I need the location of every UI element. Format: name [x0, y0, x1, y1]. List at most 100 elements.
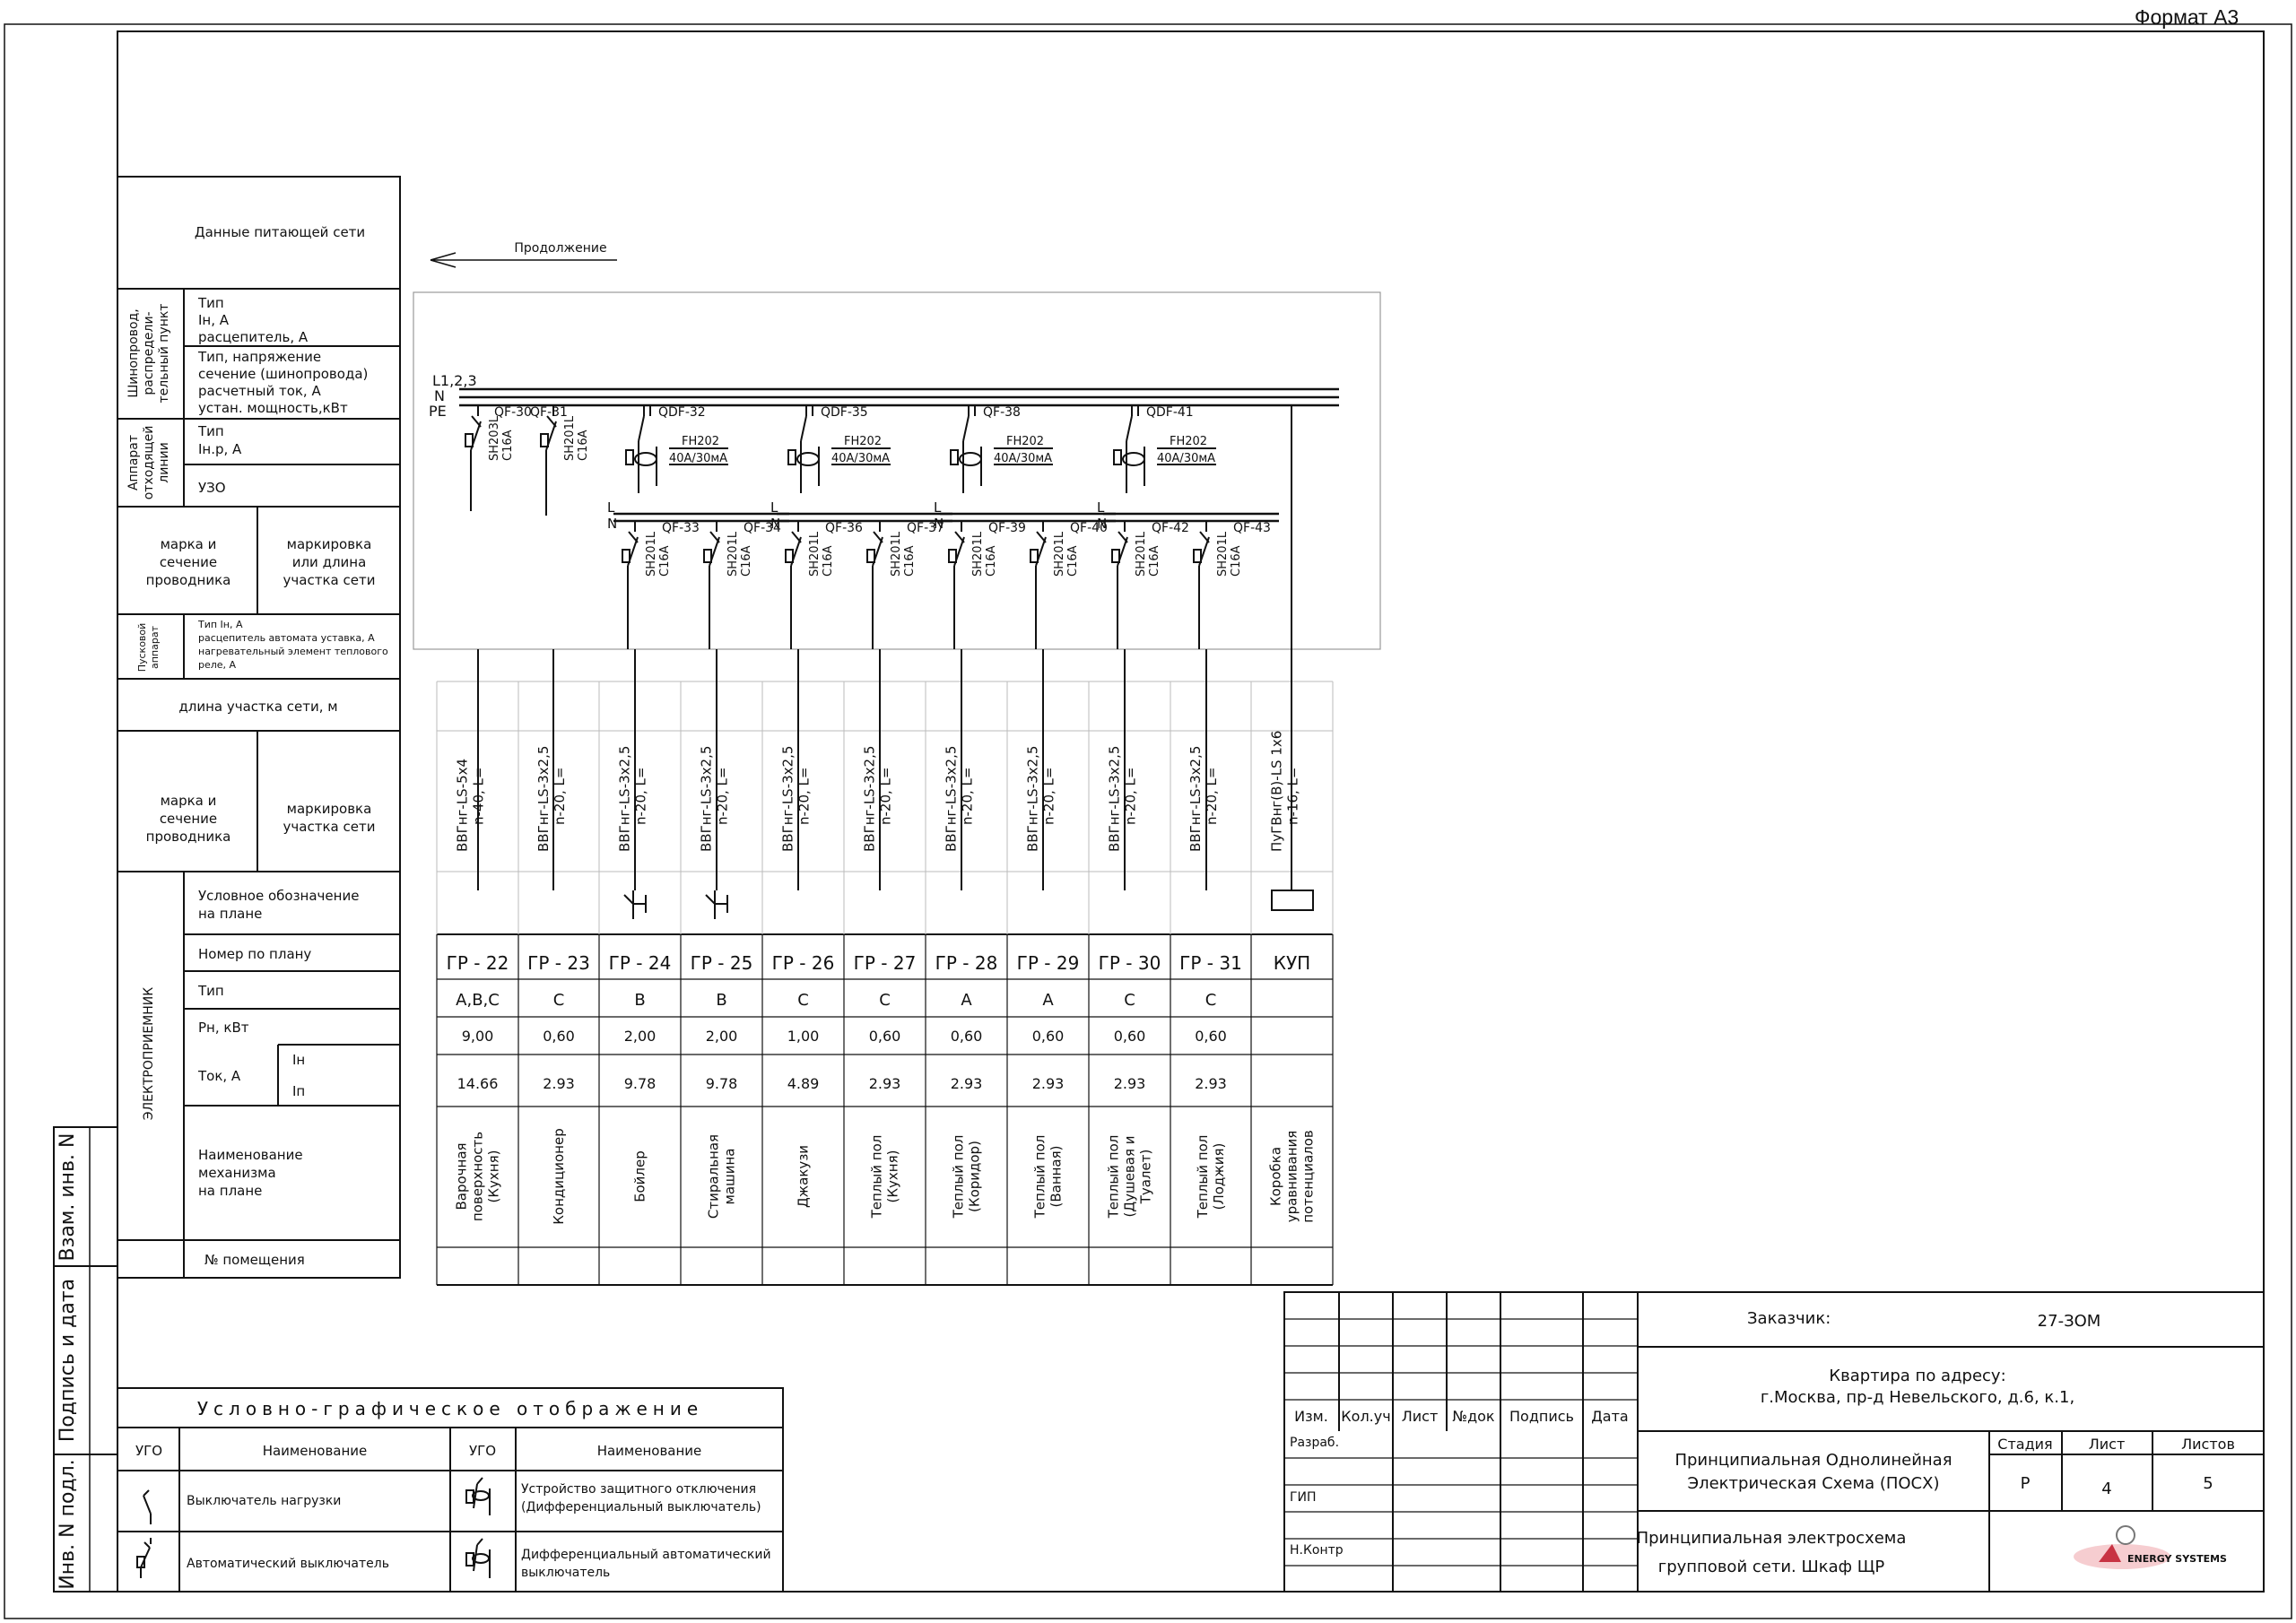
tb-role-gip: ГИП [1290, 1490, 1317, 1505]
receiver-current: 9.78 [624, 1075, 657, 1092]
rcd-qdf-35 [787, 405, 891, 493]
device-row-rcd: УЗО [198, 480, 226, 496]
breaker-spec: C16A [1230, 545, 1243, 577]
cable-brand: ВВГнг-LS-3х2,5 [1107, 746, 1123, 852]
breaker-label: QF-31 [530, 405, 568, 420]
cable-length: n-20, L= [960, 768, 976, 825]
plan-number: ГР - 23 [527, 952, 590, 974]
receiver-power: 0,60 [543, 1028, 575, 1045]
mech-name-label-1: Наименование [198, 1147, 303, 1163]
plan-symbol-label-1: Условное обозначение [198, 888, 359, 904]
start-device-label: Пусковой аппарат [136, 623, 161, 673]
conductor-marking-label-2: маркировка участка сети [283, 801, 376, 835]
plan-number: ГР - 30 [1099, 952, 1161, 974]
receiver-name: машина [722, 1149, 738, 1205]
breaker-label: QF-40 [1070, 521, 1108, 535]
svg-text:сечение: сечение [160, 811, 217, 827]
rcd-spec: 40A/30мА [994, 452, 1052, 465]
receiver-power: 2,00 [624, 1028, 657, 1045]
breaker-spec: C16A [1148, 545, 1161, 577]
receiver-power: 0,60 [1032, 1028, 1065, 1045]
cable-brand: ВВГнг-LS-3х2,5 [862, 746, 878, 852]
customer-label: Заказчик: [1747, 1309, 1831, 1328]
receiver-name: (Кухня) [486, 1150, 502, 1203]
breaker-spec: C16A [577, 430, 590, 461]
breaker-qf-33 [622, 521, 639, 567]
tb-hdr-ndok: №док [1452, 1408, 1494, 1425]
breaker-spec: C16A [501, 430, 515, 461]
breaker-label: QF-42 [1152, 521, 1189, 535]
legend-table: Условно-графическое отображение УГО Наим… [117, 1387, 784, 1593]
sub-bus-l: L [607, 499, 615, 516]
receiver-type: С [1205, 991, 1217, 1010]
tb-role-razrab: Разраб. [1290, 1436, 1339, 1450]
plan-number: ГР - 22 [447, 952, 509, 974]
receiver-name: поверхность [470, 1132, 486, 1221]
type-label: Тип [197, 983, 224, 999]
svg-text:или длина: или длина [292, 554, 367, 570]
rcd-spec: FH202 [1006, 435, 1044, 448]
receiver-type: С [553, 991, 565, 1010]
svg-text:проводника: проводника [146, 572, 231, 588]
receiver-type: С [1124, 991, 1135, 1010]
breaker-spec: C16A [1066, 545, 1080, 577]
sub-bus-l: L [770, 499, 778, 516]
receiver-type: А,В,С [456, 991, 500, 1010]
svg-text:нагревательный элемент теплово: нагревательный элемент теплового [198, 646, 388, 657]
bus-label-pe: PE [429, 403, 447, 420]
sheets-label: Листов [2181, 1436, 2235, 1453]
cable-length: n-20, L= [715, 768, 731, 825]
plan-number: ГР - 29 [1017, 952, 1080, 974]
socket-icon [705, 890, 728, 919]
svg-text:Аппарат: Аппарат [126, 435, 141, 490]
cable-brand: ВВГнг-LS-3х2,5 [1187, 746, 1204, 852]
receiver-name: Джакузи [796, 1145, 812, 1208]
receiver-power: 0,60 [869, 1028, 901, 1045]
cable-length: n-20, L= [1204, 768, 1220, 825]
receiver-name: (Лоджия) [1211, 1143, 1227, 1211]
rcd-label: QDF-35 [821, 405, 868, 420]
stage-value: Р [2021, 1474, 2031, 1493]
svg-text:реле, А: реле, А [198, 659, 237, 671]
room-number-label: № помещения [204, 1252, 305, 1268]
cable-length: n-20, L= [552, 768, 568, 825]
receiver-power: 9,00 [462, 1028, 494, 1045]
receiver-name: Теплый пол [1195, 1135, 1211, 1219]
breaker-label: QF-33 [662, 521, 700, 535]
svg-text:распредели-: распредели- [142, 311, 156, 395]
breaker-qf-37 [866, 521, 883, 567]
legend-item-breaker: Автоматический выключатель [187, 1557, 389, 1571]
receiver-current: 2.93 [869, 1075, 901, 1092]
cable-length: n-16, L= [1285, 768, 1301, 825]
sub-bus-n: N [607, 516, 617, 532]
svg-text:маркировка: маркировка [287, 536, 372, 552]
receiver-current: 2.93 [951, 1075, 983, 1092]
left-parameter-table [117, 176, 401, 1279]
power-label: Рн, кВт [198, 1020, 249, 1036]
breaker-spec: C16A [822, 545, 835, 577]
side-stamp: Взам. инв. N Подпись и дата Инв. N подл. [53, 1126, 118, 1593]
rcd-qdf-41 [1113, 405, 1216, 493]
legend-item-rcd: Устройство защитного отключения(Дифферен… [521, 1482, 761, 1515]
busbar-row-type: Тип [197, 295, 224, 311]
busbar-row-in: Iн, А [198, 312, 230, 328]
current-ip-label: Iп [292, 1083, 305, 1099]
cable-brand: ВВГнг-LS-3х2,5 [944, 746, 960, 852]
receiver-name: Теплый пол [951, 1135, 967, 1219]
busbar-row-release: расцепитель, А [198, 329, 309, 345]
breaker-spec: SH201L [808, 531, 822, 577]
svg-text:тельный пункт: тельный пункт [157, 304, 171, 404]
breaker-spec: SH201L [1216, 531, 1230, 577]
receiver-name: Теплый пол [869, 1135, 885, 1219]
receiver-type: А [961, 991, 972, 1010]
receiver-current: 4.89 [787, 1075, 820, 1092]
sheet-label: Лист [2089, 1436, 2126, 1453]
receiver-grid [436, 681, 1334, 1286]
